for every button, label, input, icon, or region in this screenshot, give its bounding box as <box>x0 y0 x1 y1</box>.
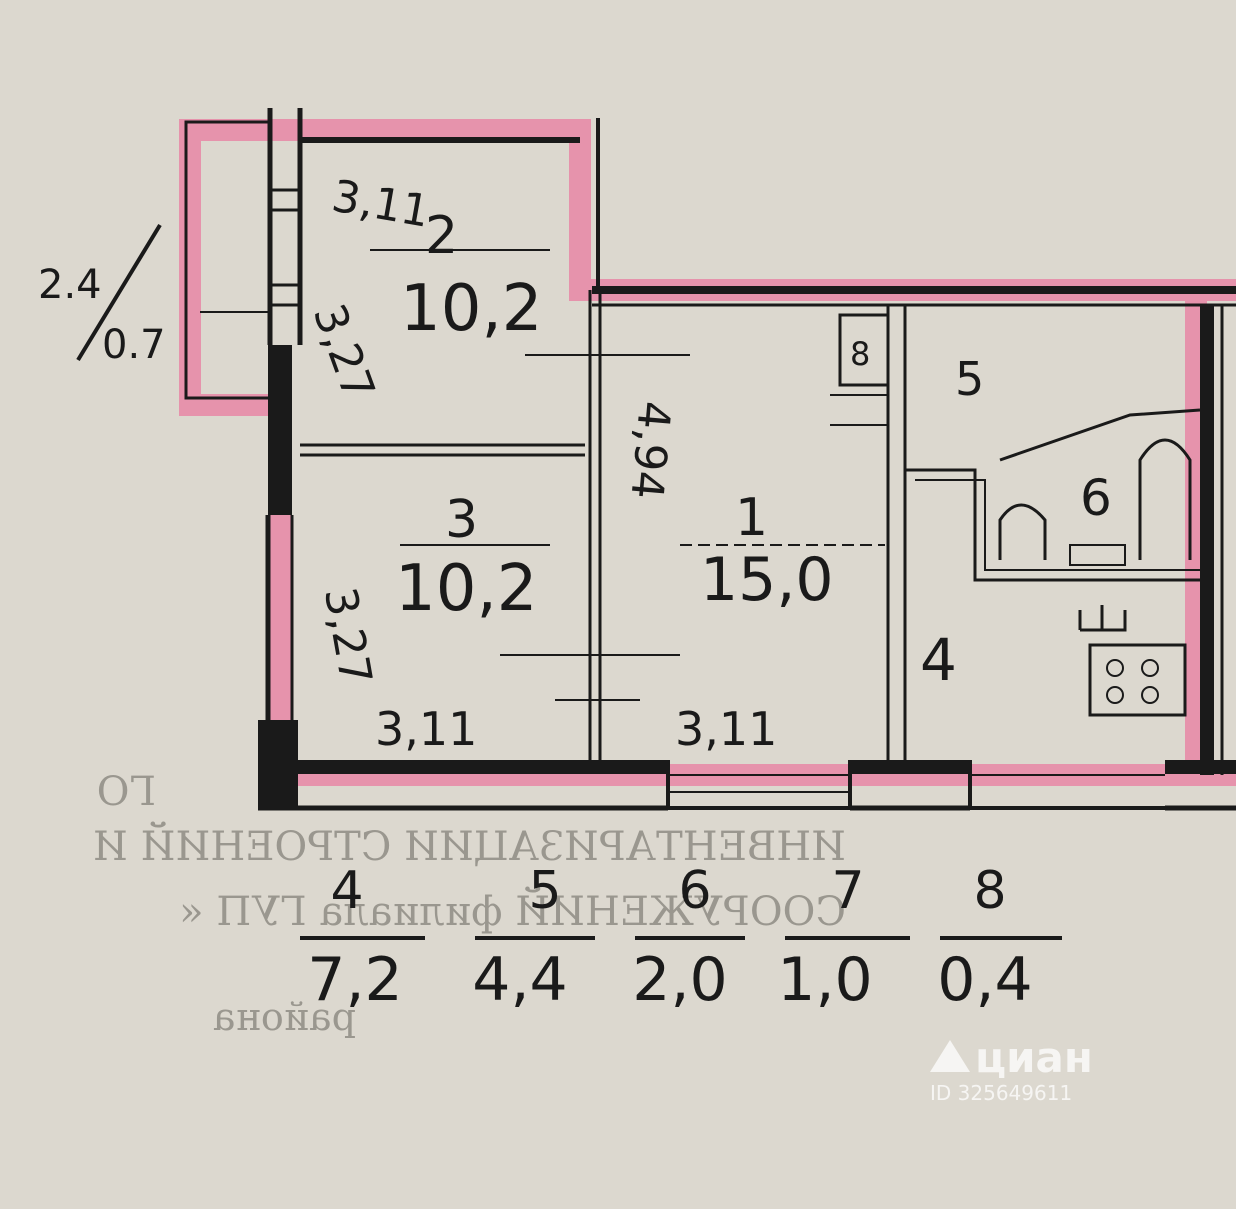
room-8-number: 8 <box>850 335 870 373</box>
room-2-area: 10,2 <box>400 272 543 346</box>
room-3-area: 10,2 <box>395 552 538 626</box>
area-room-5: 5 <box>528 861 561 921</box>
area-row-5: 5 4,4 <box>472 861 595 1015</box>
area-row-4: 4 7,2 <box>300 861 425 1015</box>
room-4-number: 4 <box>920 626 957 694</box>
area-room-4: 4 <box>330 861 363 921</box>
cian-logo-icon <box>930 1040 970 1072</box>
room-2-width: 3,11 <box>328 171 433 238</box>
balcony-label: 2.4 0.7 <box>38 223 166 368</box>
stamp-line-2: ИНВЕНТАРИЗАЦИИ СТРОЕНИЙ И <box>93 822 846 870</box>
area-room-8: 8 <box>973 861 1006 921</box>
area-row-8: 8 0,4 <box>937 861 1062 1015</box>
area-value-7: 1,0 <box>777 945 872 1015</box>
watermark-brand: циан <box>975 1033 1093 1082</box>
room-1-width: 3,11 <box>675 702 777 756</box>
area-room-6: 6 <box>678 861 711 921</box>
balcony-label-top: 2.4 <box>38 262 102 308</box>
balcony-label-bottom: 0.7 <box>102 322 166 368</box>
room-5-number: 5 <box>955 352 984 406</box>
room-6-number: 6 <box>1080 469 1112 527</box>
stamp-line-1: ГО <box>97 769 156 815</box>
area-value-5: 4,4 <box>472 945 567 1015</box>
room-3-number: 3 <box>445 490 478 550</box>
background-stamp: ГО ИНВЕНТАРИЗАЦИИ СТРОЕНИЙ И СООРУЖЕНИЙ … <box>93 769 846 1039</box>
area-row-6: 6 2,0 <box>632 861 745 1015</box>
stamp-line-4: района <box>213 995 356 1039</box>
room-3-width: 3,11 <box>375 702 477 756</box>
room-2-number: 2 <box>425 206 458 266</box>
room-3-length: 3,27 <box>314 584 381 689</box>
room-1-area: 15,0 <box>700 545 834 615</box>
area-value-4: 7,2 <box>307 945 402 1015</box>
room-labels: 2 10,2 3,11 3,27 3 10,2 3,27 3,11 1 15,0… <box>303 171 1112 756</box>
area-value-6: 2,0 <box>632 945 727 1015</box>
watermark: циан ID 325649611 <box>930 1033 1093 1105</box>
area-row-7: 7 1,0 <box>777 861 910 1015</box>
room-2-length: 3,27 <box>303 298 384 408</box>
room-1-length: 4,94 <box>621 399 680 501</box>
area-value-8: 0,4 <box>937 945 1032 1015</box>
watermark-id: ID 325649611 <box>930 1081 1072 1105</box>
area-table: 4 7,2 5 4,4 6 2,0 7 1,0 8 0,4 <box>300 861 1062 1015</box>
room-1-number: 1 <box>735 488 768 548</box>
area-room-7: 7 <box>831 861 864 921</box>
stamp-line-3: СООРУЖЕНИЙ филиала ГУП « <box>179 887 846 935</box>
walls <box>184 108 1236 811</box>
